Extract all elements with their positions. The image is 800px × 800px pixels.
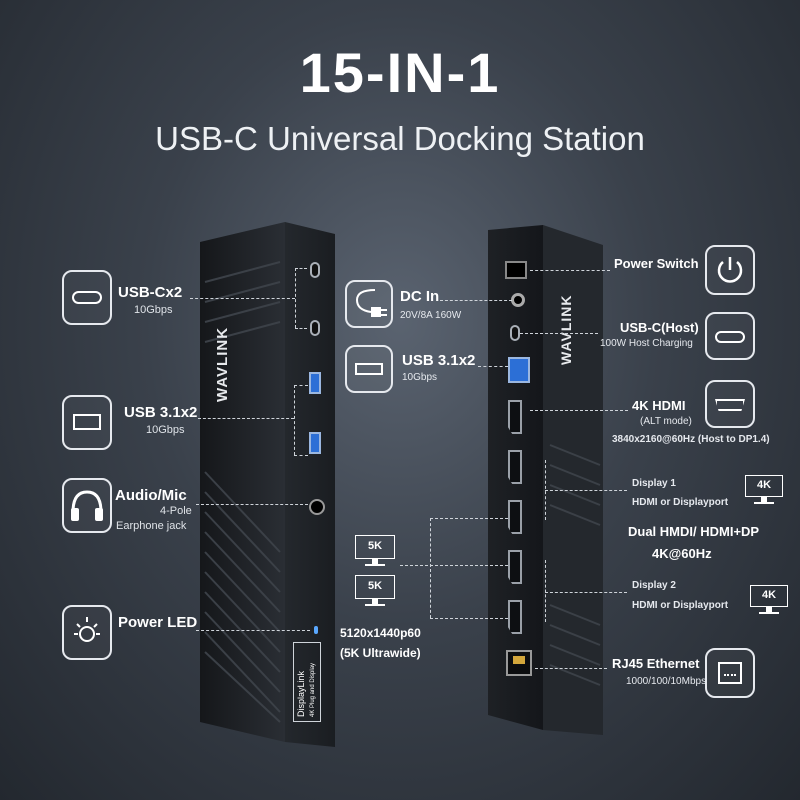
page-title: 15-IN-1: [299, 41, 501, 104]
usb-a-port: [309, 372, 321, 394]
brand-logo: WAVLINK: [214, 326, 231, 402]
resolution-label: 5120x1440p60: [340, 626, 421, 640]
power-plug-icon: [345, 280, 393, 328]
hdmi-port: [508, 550, 522, 584]
power-icon: [705, 245, 755, 295]
dual-display-sub: 4K@60Hz: [652, 546, 712, 561]
connector-line: [196, 630, 310, 631]
rj45-port: [506, 650, 532, 676]
power-led: [314, 626, 318, 634]
connector-line: [198, 418, 294, 419]
connector-line: [196, 504, 308, 505]
connector-line: [294, 455, 308, 456]
monitor-screen: 5K: [355, 535, 395, 559]
dc-in-label: DC In: [400, 288, 440, 305]
ethernet-icon: [705, 648, 755, 698]
usb-c-host-label: USB-C(Host): [620, 320, 699, 335]
usb-a-icon: [345, 345, 393, 393]
connector-line: [530, 270, 610, 271]
usb31-mid-label: USB 3.1x2: [402, 352, 476, 369]
hdmi4k-sub1: (ALT mode): [640, 416, 692, 427]
usb-c-port: [310, 262, 320, 278]
displaylink-label: DisplayLink: [296, 670, 306, 717]
power-led-label: Power LED: [118, 614, 198, 631]
usb-c-host-sub: 100W Host Charging: [600, 338, 693, 349]
audio-sub1: 4-Pole: [160, 505, 192, 517]
usb-c-port: [310, 320, 320, 336]
hdmi-icon: [705, 380, 755, 428]
connector-line: [545, 560, 546, 622]
usb-a-port: [309, 432, 321, 454]
display2-sub: HDMI or Displayport: [632, 600, 729, 611]
power-switch: [505, 261, 527, 279]
audio-sub2: Earphone jack: [116, 520, 187, 532]
displaylink-badge: DisplayLink 4K Plug and Display: [293, 642, 321, 722]
headphones-icon: [62, 478, 112, 533]
connector-line: [430, 618, 508, 619]
usb31-mid-speed: 10Gbps: [402, 372, 438, 383]
connector-line: [535, 668, 607, 669]
connector-line: [545, 592, 627, 593]
rj45-label: RJ45 Ethernet: [612, 656, 700, 671]
display1-label: Display 1: [632, 478, 676, 489]
connector-line: [545, 490, 627, 491]
audio-jack: [309, 499, 325, 515]
monitor-screen: 5K: [355, 575, 395, 599]
usb-c-speed: 10Gbps: [134, 304, 173, 316]
display2-label: Display 2: [632, 580, 676, 591]
connector-line: [295, 328, 307, 329]
monitor-screen: 4K: [750, 585, 788, 607]
rj45-sub: 1000/100/10Mbps: [626, 676, 707, 687]
monitor-4k-icon: 4K: [750, 585, 788, 617]
monitor-5k-icon: 5K: [355, 575, 395, 609]
connector-line: [294, 385, 308, 386]
connector-line: [440, 300, 512, 301]
usb-a-port: [508, 357, 530, 383]
displayport-port: [508, 500, 522, 534]
brand-logo: WAVLINK: [558, 294, 574, 365]
page-subtitle: USB-C Universal Docking Station: [155, 120, 645, 157]
dual-display-label: Dual HMDI/ HDMI+DP: [628, 524, 760, 539]
dock-back-view: WAVLINK: [488, 225, 608, 745]
dock-front-view: WAVLINK DisplayLink 4K Plug and Display: [200, 222, 340, 752]
hdmi4k-label: 4K HDMI: [632, 398, 686, 413]
audio-label: Audio/Mic: [115, 487, 187, 504]
usb-c-label: USB-Cx2: [118, 284, 183, 301]
usb-c-host-port: [510, 325, 520, 341]
usb-a-icon: [62, 395, 112, 450]
connector-line: [478, 366, 508, 367]
led-light-icon: [62, 605, 112, 660]
connector-line: [294, 385, 295, 455]
connector-line: [545, 460, 546, 520]
dc-in-spec: 20V/8A 160W: [400, 310, 462, 321]
connector-line: [400, 565, 508, 566]
usb-c-icon: [62, 270, 112, 325]
monitor-screen: 4K: [745, 475, 783, 497]
connector-line: [430, 518, 431, 618]
displayport-port: [508, 600, 522, 634]
connector-line: [295, 268, 296, 328]
display1-sub: HDMI or Displayport: [632, 497, 729, 508]
connector-line: [520, 333, 598, 334]
resolution-sublabel: (5K Ultrawide): [340, 646, 421, 660]
hdmi-port: [508, 400, 522, 434]
monitor-5k-icon: 5K: [355, 535, 395, 569]
dc-in-port: [511, 293, 525, 307]
usb-c-icon: [705, 312, 755, 360]
monitor-4k-icon: 4K: [745, 475, 783, 507]
hdmi-port: [508, 450, 522, 484]
power-switch-label: Power Switch: [614, 256, 699, 271]
connector-line: [430, 518, 508, 519]
usb31-speed: 10Gbps: [146, 424, 185, 436]
connector-line: [530, 410, 628, 411]
connector-line: [190, 298, 295, 299]
connector-line: [295, 268, 307, 269]
dock-front-body: [200, 222, 335, 747]
usb31-label: USB 3.1x2: [124, 404, 198, 421]
hdmi4k-sub2: 3840x2160@60Hz (Host to DP1.4): [612, 434, 770, 445]
displaylink-sublabel: 4K Plug and Display: [310, 662, 316, 717]
